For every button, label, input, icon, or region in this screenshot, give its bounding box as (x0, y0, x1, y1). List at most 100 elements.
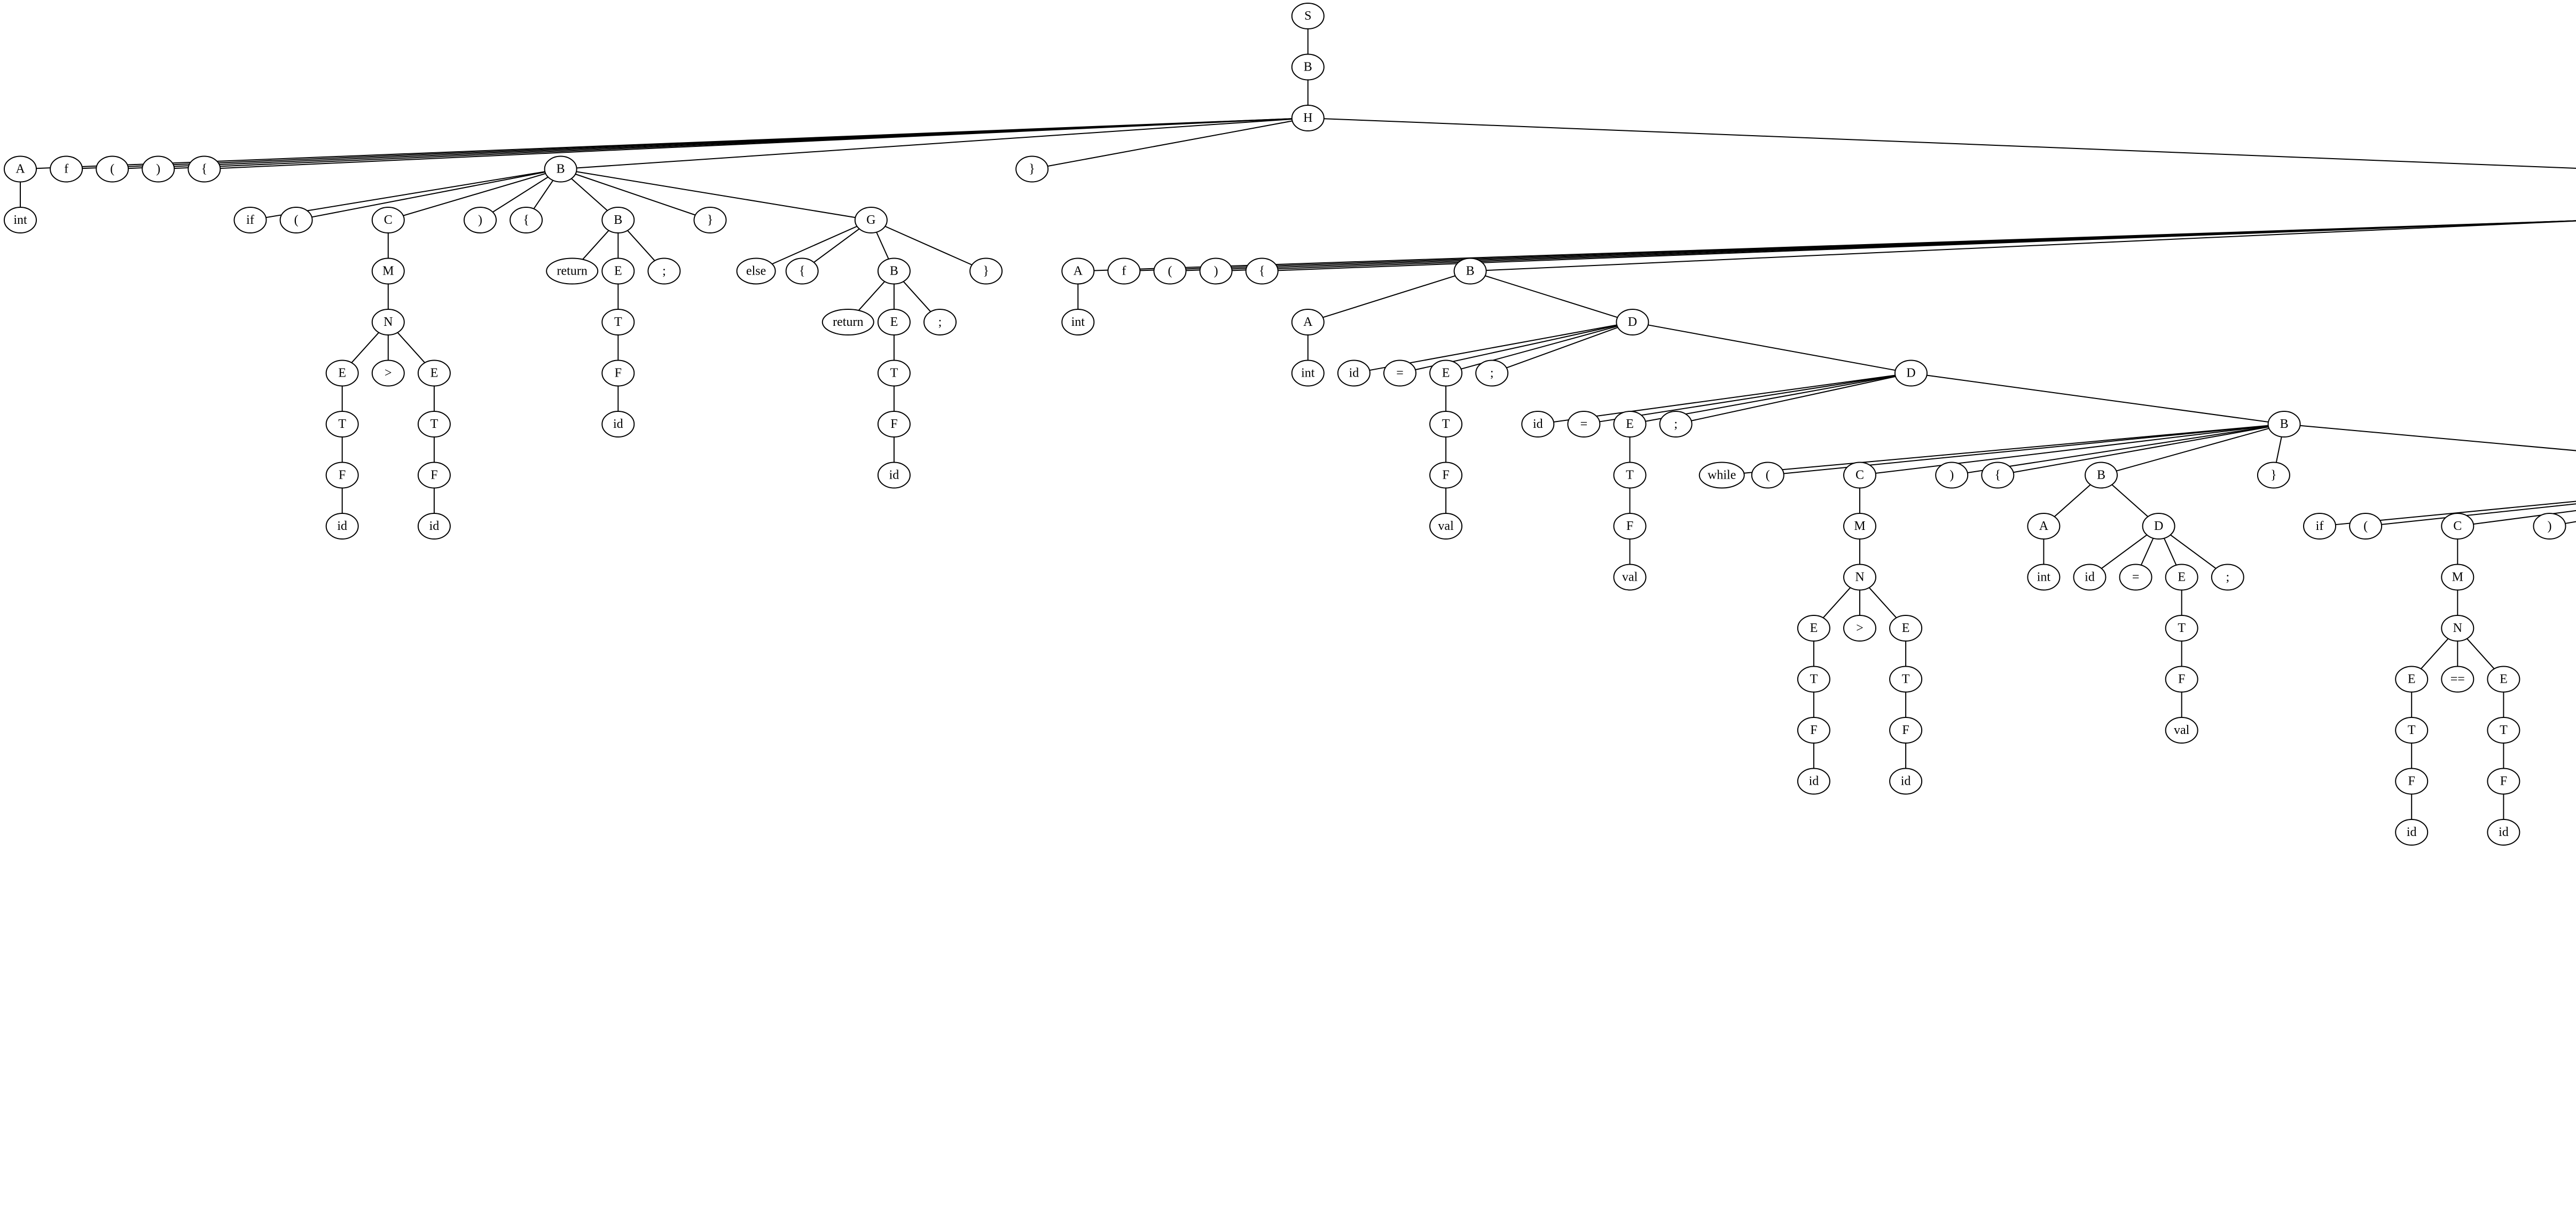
node-ellipse (2085, 462, 2118, 489)
node-label: ) (1214, 264, 1218, 278)
node-ellipse (233, 207, 267, 233)
node-ellipse (1797, 666, 1830, 693)
node-ellipse (601, 411, 635, 437)
tree-edges (20, 29, 2576, 819)
node-ellipse (1061, 257, 1095, 285)
node-ellipse (371, 360, 405, 387)
node-label: int (13, 213, 27, 227)
tree-node: A (4, 155, 37, 183)
node-label: ( (294, 213, 299, 227)
node-label: id (2499, 825, 2509, 839)
tree-edge (2297, 425, 2576, 451)
tree-node: M (1843, 513, 1876, 540)
node-label: f (64, 162, 68, 176)
tree-edge (1550, 374, 1899, 423)
node-label: E (2178, 571, 2186, 584)
tree-node: id (1521, 411, 1555, 437)
node-label: val (2174, 723, 2190, 737)
tree-edge (2010, 426, 2272, 474)
node-label: F (2178, 673, 2185, 686)
node-label: } (1029, 162, 1035, 176)
node-label: ; (938, 315, 942, 329)
tree-node: id (2395, 819, 2429, 846)
node-ellipse (417, 513, 451, 540)
node-ellipse (736, 257, 776, 285)
node-ellipse (1291, 309, 1325, 335)
node-label: int (1301, 366, 1315, 380)
node-label: E (2500, 673, 2508, 686)
tree-node: T (1429, 411, 1463, 437)
tree-node: A (1291, 309, 1325, 335)
tree-node: return (821, 309, 874, 335)
node-label: F (1626, 519, 1633, 533)
tree-node: } (693, 207, 727, 233)
node-ellipse (1613, 513, 1647, 540)
node-label: C (1855, 468, 1864, 482)
node-ellipse (2165, 615, 2198, 642)
node-label: T (614, 315, 622, 329)
tree-node: B (1453, 257, 1487, 285)
node-label: int (2037, 571, 2051, 584)
tree-node: E (1797, 615, 1830, 642)
tree-edge (573, 170, 859, 219)
node-ellipse (877, 309, 911, 335)
node-label: id (429, 519, 440, 533)
tree-edge (626, 229, 656, 262)
node-label: ; (1490, 366, 1494, 380)
node-label: val (1622, 571, 1638, 584)
tree-node: return (546, 257, 599, 285)
node-ellipse (417, 411, 451, 437)
node-ellipse (1429, 462, 1463, 489)
tree-node: T (2165, 615, 2198, 642)
node-label: E (614, 264, 622, 278)
node-label: B (614, 213, 622, 227)
node-label: id (2085, 571, 2095, 584)
node-label: E (430, 366, 439, 380)
node-label: B (890, 264, 898, 278)
node-ellipse (2165, 717, 2198, 744)
tree-edge (2053, 483, 2092, 518)
node-label: F (339, 468, 346, 482)
node-ellipse (2395, 768, 2429, 795)
node-ellipse (4, 155, 37, 183)
tree-edge (2332, 501, 2576, 526)
tree-node: F (2487, 768, 2520, 795)
tree-node: > (371, 360, 405, 387)
tree-edge (217, 118, 1295, 169)
node-ellipse (2441, 513, 2475, 540)
tree-edge (263, 170, 549, 219)
node-label: N (2453, 621, 2462, 635)
node-label: } (707, 213, 714, 227)
tree-node: C (371, 207, 405, 233)
node-ellipse (371, 309, 405, 335)
tree-node: ( (1153, 257, 1187, 285)
tree-node: F (325, 462, 359, 489)
node-ellipse (2142, 513, 2175, 540)
tree-node: val (1429, 513, 1463, 540)
tree-node: { (187, 155, 221, 183)
tree-edge (2465, 637, 2496, 670)
tree-node: E (325, 360, 359, 387)
node-ellipse (417, 462, 451, 489)
tree-edge (1868, 586, 1898, 619)
tree-node: id (1889, 768, 1923, 795)
node-label: ; (1674, 417, 1678, 431)
tree-edge (1596, 374, 1899, 423)
node-ellipse (1291, 360, 1325, 387)
tree-edge (856, 280, 886, 313)
node-ellipse (785, 257, 819, 285)
node-ellipse (2395, 666, 2429, 693)
node-ellipse (877, 360, 911, 387)
node-ellipse (2395, 819, 2429, 846)
tree-node: id (325, 513, 359, 540)
node-ellipse (2349, 513, 2383, 540)
node-label: T (890, 366, 898, 380)
tree-node: ) (1935, 462, 1969, 489)
node-ellipse (2073, 564, 2107, 591)
tree-node: B (1291, 53, 1325, 81)
tree-node: ) (142, 155, 175, 183)
node-label: E (890, 315, 898, 329)
tree-node: N (1843, 564, 1876, 591)
node-ellipse (1383, 360, 1416, 387)
node-ellipse (1843, 513, 1876, 540)
